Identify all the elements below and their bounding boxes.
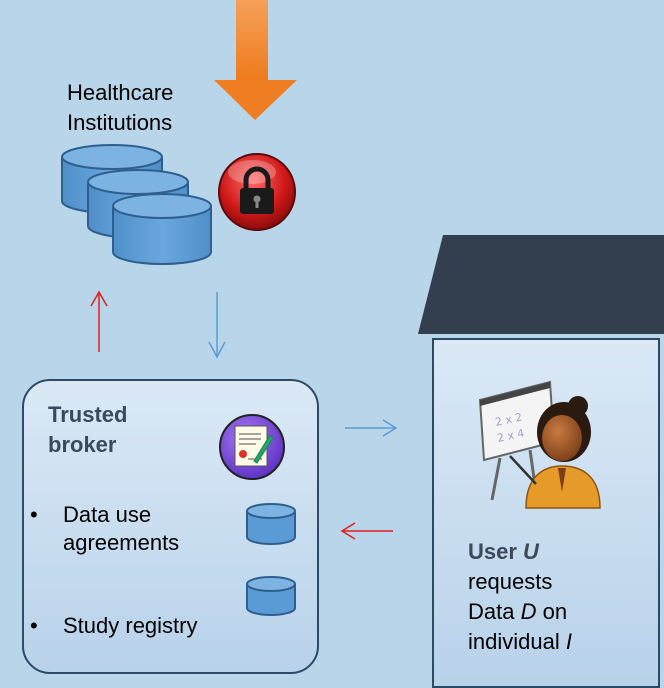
blue-down-arrow: [208, 292, 226, 359]
var-u: U: [523, 539, 539, 564]
red-up-arrow: [90, 290, 108, 352]
bullet-dot: •: [30, 613, 38, 638]
teacher-icon: 2 x 2 2 x 4: [478, 380, 601, 509]
bullet-line2: agreements: [63, 530, 180, 555]
user-line4: individual I: [468, 627, 658, 657]
bullet-dot: •: [30, 502, 38, 527]
orange-down-arrow: [214, 0, 297, 120]
blue-right-arrow: [345, 419, 398, 437]
user-line3-a: Data: [468, 599, 515, 624]
institutions-database-icon: [61, 144, 212, 265]
registry-database-icon: [246, 576, 296, 616]
svg-text:2 x 2: 2 x 2: [494, 411, 524, 429]
institutions-label: Healthcare Institutions: [67, 78, 173, 138]
agreements-database-icon: [246, 503, 296, 545]
var-d: D: [520, 599, 537, 624]
institutions-label-line2: Institutions: [67, 110, 173, 135]
user-label: User: [468, 539, 517, 564]
bullet-text: Study registry: [63, 613, 198, 638]
institutions-label-line1: Healthcare: [67, 80, 174, 105]
user-line1: User U: [468, 537, 658, 567]
user-line3: Data D on: [468, 597, 658, 627]
user-line3-b: on: [542, 599, 568, 624]
user-line4-a: individual: [468, 629, 560, 654]
house-roof: [418, 235, 664, 334]
user-request-text: User U requests Data D on individual I: [468, 537, 658, 657]
var-i: I: [565, 629, 572, 654]
broker-title-line1: Trusted: [48, 402, 128, 427]
user-line2: requests: [468, 569, 553, 594]
svg-text:2 x 4: 2 x 4: [496, 427, 526, 445]
broker-title-line2: broker: [48, 432, 117, 457]
red-left-arrow: [340, 522, 393, 540]
lock-icon: [218, 153, 296, 231]
bullet-text: Data use agreements: [63, 501, 179, 557]
certificate-icon: [219, 414, 285, 480]
broker-title: Trusted broker: [48, 400, 198, 460]
bullet-line1: Data use: [63, 502, 152, 527]
